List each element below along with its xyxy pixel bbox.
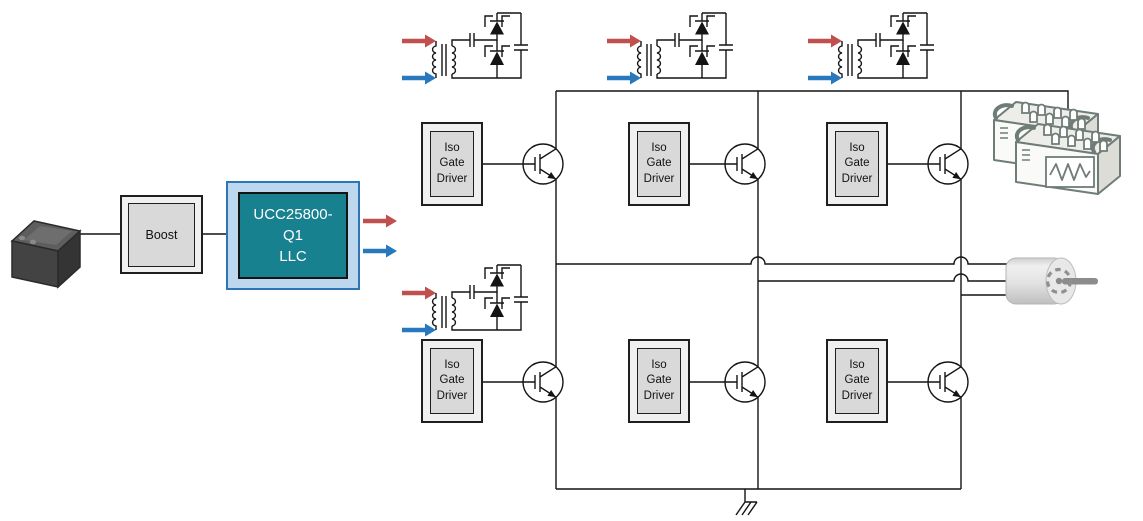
iso-gate-driver-block-6: Iso Gate Driver [826, 339, 888, 423]
transformer-rectifier-icon [402, 265, 528, 337]
igbt-transistor-icon [724, 143, 766, 185]
igbt-transistor-icon [927, 361, 969, 403]
iso-gate-driver-block-1: Iso Gate Driver [421, 122, 483, 206]
chassis-ground-icon [735, 489, 758, 516]
iso-gate-driver-label: Iso Gate Driver [637, 131, 681, 197]
wire-dc-plus-rail [556, 90, 1069, 114]
iso-gate-driver-label: Iso Gate Driver [835, 131, 879, 197]
igbt-transistor-icon [522, 361, 564, 403]
red-arrow-icon [363, 214, 397, 228]
boost-label: Boost [128, 202, 195, 267]
iso-gate-driver-label: Iso Gate Driver [430, 348, 474, 414]
motor-icon [1005, 257, 1098, 305]
wire-phase-a [556, 256, 1007, 265]
iso-gate-driver-label: Iso Gate Driver [430, 131, 474, 197]
car-battery-icon [10, 220, 82, 289]
boost-block: Boost [120, 195, 203, 274]
llc-label-line3: LLC [279, 248, 307, 265]
wire-gate-lines [483, 163, 928, 383]
iso-gate-driver-label: Iso Gate Driver [637, 348, 681, 414]
iso-gate-driver-label: Iso Gate Driver [835, 348, 879, 414]
iso-gate-driver-block-3: Iso Gate Driver [826, 122, 888, 206]
hv-battery-pack-icon [994, 102, 1120, 194]
transformer-rectifier-icon [607, 13, 733, 85]
wires [74, 90, 1069, 516]
transformer-rectifier-icon [808, 13, 934, 85]
wire-phase-b [758, 273, 1007, 282]
ucc25800-q1-llc-label: UCC25800- Q1 LLC [238, 192, 348, 279]
iso-gate-driver-block-2: Iso Gate Driver [628, 122, 690, 206]
igbt-transistor-icon [522, 143, 564, 185]
igbt-transistor-icon [927, 143, 969, 185]
iso-gate-driver-block-4: Iso Gate Driver [421, 339, 483, 423]
blue-arrow-icon [363, 244, 397, 258]
transformer-rectifier-icon [402, 13, 528, 85]
llc-label-line2: Q1 [282, 227, 303, 244]
iso-gate-driver-block-5: Iso Gate Driver [628, 339, 690, 423]
llc-label-line1: UCC25800- [253, 206, 333, 223]
igbt-transistor-icon [724, 361, 766, 403]
ucc25800-q1-llc-block: UCC25800- Q1 LLC [226, 181, 360, 290]
